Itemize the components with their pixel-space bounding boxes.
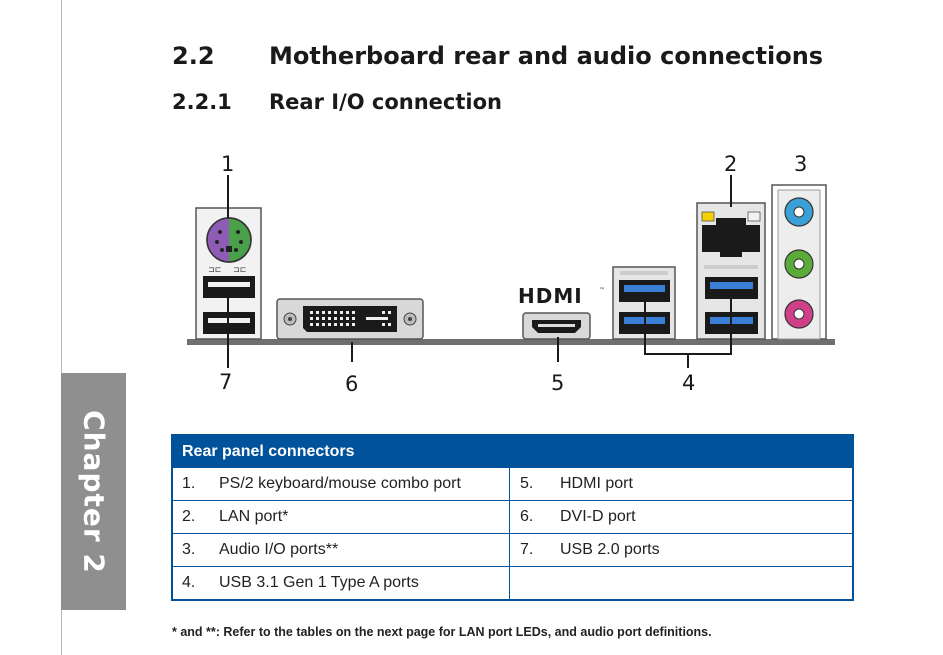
audio-io-ports [771, 184, 827, 340]
item-label: DVI-D port [560, 508, 636, 525]
callout-5: 5 [551, 371, 565, 395]
footnote: * and **: Refer to the tables on the nex… [172, 625, 712, 639]
item-number: 5. [520, 475, 534, 492]
table-cell: 5. HDMI port [509, 468, 852, 500]
table-cell: 6. DVI-D port [509, 501, 852, 533]
usb2-port-top [203, 276, 255, 298]
board-edge [187, 339, 835, 345]
table-row: 3. Audio I/O ports** 7. USB 2.0 ports [173, 533, 852, 566]
item-number: 4. [182, 574, 196, 591]
section-title: Motherboard rear and audio connections [269, 42, 824, 70]
audio-jack-green [784, 249, 814, 279]
dvi-d-port [276, 298, 424, 340]
table-cell: 4. USB 3.1 Gen 1 Type A ports [173, 567, 509, 599]
item-number: 7. [520, 541, 534, 558]
table-cell [509, 567, 852, 599]
hdmi-port: HDMI ™ [518, 284, 605, 340]
subsection-number: 2.2.1 [172, 90, 232, 114]
audio-jack-pink [784, 299, 814, 329]
item-label: PS/2 keyboard/mouse combo port [219, 475, 461, 492]
usb3-port [619, 280, 670, 302]
callout-6: 6 [345, 372, 359, 396]
hdmi-trademark: ™ [599, 287, 605, 294]
item-label: USB 3.1 Gen 1 Type A ports [219, 574, 419, 591]
item-number: 1. [182, 475, 196, 492]
ps2-combo-port [206, 217, 252, 263]
section-number: 2.2 [172, 42, 215, 70]
chapter-tab-label: Chapter 2 [77, 409, 110, 574]
subsection-title: Rear I/O connection [269, 90, 502, 114]
item-label: HDMI port [560, 475, 633, 492]
svg-text:⊐⊏: ⊐⊏ [208, 265, 222, 274]
usb3-port [705, 277, 758, 299]
table-row: 2. LAN port* 6. DVI-D port [173, 500, 852, 533]
svg-text:⊐⊏: ⊐⊏ [233, 265, 247, 274]
callout-3: 3 [794, 152, 808, 176]
callout-1: 1 [221, 152, 235, 176]
callout-2: 2 [724, 152, 738, 176]
hdmi-logo: HDMI [518, 284, 583, 308]
table-cell: 7. USB 2.0 ports [509, 534, 852, 566]
table-row: 1. PS/2 keyboard/mouse combo port 5. HDMI … [173, 467, 852, 500]
table-cell: 2. LAN port* [173, 501, 509, 533]
callout-4: 4 [682, 371, 696, 395]
lan-port [701, 211, 761, 257]
audio-jack-blue [784, 197, 814, 227]
item-number: 2. [182, 508, 196, 525]
table-cell: 3. Audio I/O ports** [173, 534, 509, 566]
item-label: LAN port* [219, 508, 289, 525]
item-label: Audio I/O ports** [219, 541, 339, 558]
page-margin-rule [61, 0, 62, 655]
table-cell: 1. PS/2 keyboard/mouse combo port [173, 468, 509, 500]
rear-io-diagram: ⊐⊏ ⊐⊏ HDMI ™ [187, 175, 835, 368]
item-number: 3. [182, 541, 196, 558]
callout-7: 7 [219, 370, 233, 394]
table-header: Rear panel connectors [173, 436, 852, 467]
item-number: 6. [520, 508, 534, 525]
item-label: USB 2.0 ports [560, 541, 660, 558]
table-row: 4. USB 3.1 Gen 1 Type A ports [173, 566, 852, 599]
rear-panel-connectors-table: Rear panel connectors 1. PS/2 keyboard/mo… [171, 434, 854, 601]
chapter-tab: Chapter 2 [61, 373, 126, 610]
leader-lines [227, 175, 732, 368]
